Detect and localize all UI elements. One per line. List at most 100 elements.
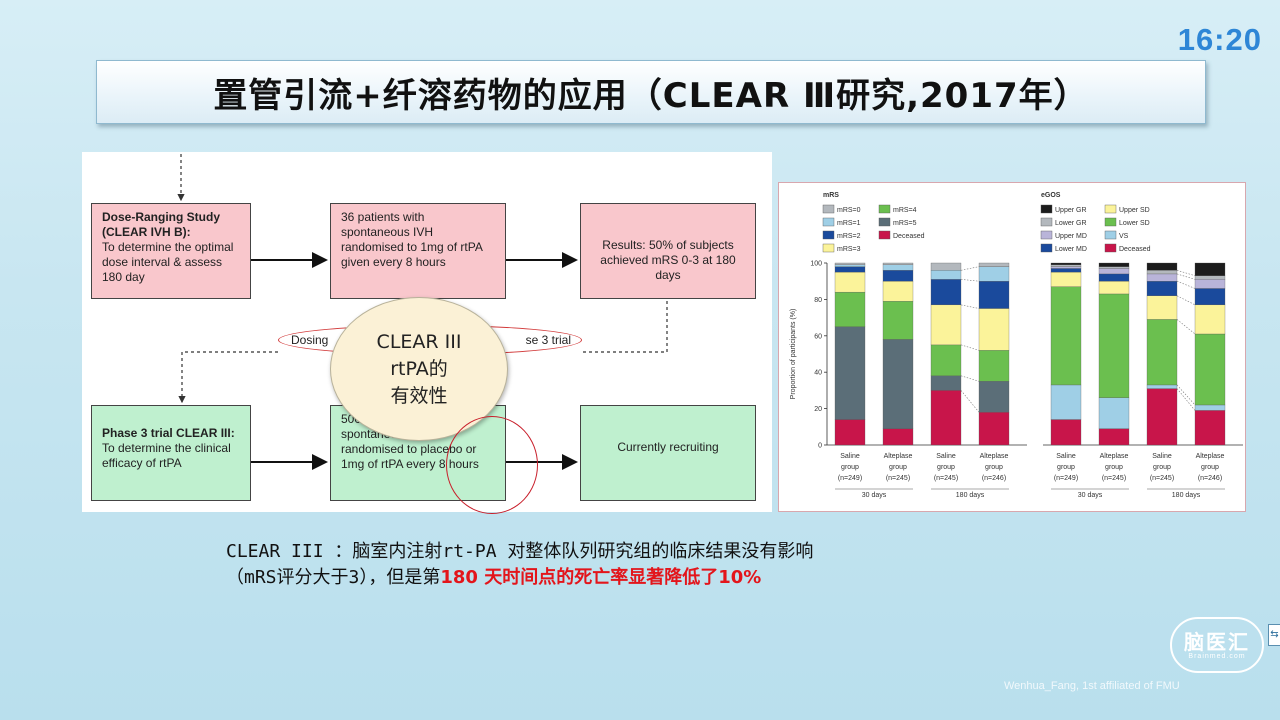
group-label: 30 days [862, 492, 887, 499]
legend-label: Upper GR [1055, 207, 1087, 214]
bar-segment-deceased [1146, 388, 1178, 446]
slide-title-bar: 置管引流+纤溶药物的应用（CLEAR Ⅲ研究,2017年） [96, 60, 1206, 124]
legend-label: VS [1119, 233, 1129, 240]
bar-segment-mrs-0 [882, 262, 914, 265]
bar-segment-upper-md [1098, 268, 1130, 275]
x-tick-label: Saline [840, 453, 860, 460]
bar-connector [1176, 384, 1196, 406]
bar-segment-mrs-3 [978, 308, 1010, 351]
x-tick-label: Alteplase [884, 453, 913, 460]
ellipse-right-text: se 3 trial [525, 333, 571, 347]
bar-segment-upper-md [1194, 279, 1226, 289]
logo-subtext: Brainmed.com [1188, 652, 1246, 660]
bar-segment-vs [1050, 384, 1082, 420]
callout-line1: CLEAR III [376, 330, 462, 353]
bar-segment-upper-sd [1146, 295, 1178, 320]
bar-segment-mrs-4 [882, 301, 914, 340]
bar-segment-mrs-3 [882, 281, 914, 302]
x-tick-label: (n=245) [886, 475, 910, 482]
legend-swatch [878, 230, 891, 240]
bar-segment-mrs-2 [834, 266, 866, 273]
bar-connector [960, 279, 980, 282]
group-label: 180 days [1172, 492, 1201, 499]
ellipse-left-text: Dosing [291, 333, 329, 347]
bar-connector [960, 344, 980, 351]
side-panel-tab-icon[interactable]: ⇆ [1268, 624, 1280, 646]
bar-segment-mrs-2 [978, 281, 1010, 309]
flowchart-connectors [177, 154, 668, 470]
legend-label: Lower GR [1055, 220, 1087, 227]
x-tick-label: (n=246) [1198, 475, 1222, 482]
bar-connector [960, 266, 980, 271]
bar-segment-lower-md [1098, 273, 1130, 282]
brainmed-logo: 脑医汇 Brainmed.com [1170, 617, 1264, 673]
bar-segment-deceased [1098, 428, 1130, 446]
bar-segment-mrs-1 [834, 264, 866, 267]
bar-segment-mrs-5 [834, 326, 866, 420]
box-dose-ranging-study: Dose-Ranging Study (CLEAR IVH B): To det… [91, 203, 251, 299]
x-tick-label: (n=245) [1150, 475, 1174, 482]
legend-swatch [1104, 217, 1117, 227]
group-label: 180 days [956, 492, 985, 499]
legend-swatch [1040, 204, 1053, 214]
callout-line3: 有效性 [390, 384, 448, 407]
x-tick-label: Saline [1152, 453, 1172, 460]
bar-segment-mrs-4 [834, 291, 866, 327]
legend-swatch [878, 217, 891, 227]
bar-segment-deceased [978, 412, 1010, 446]
bar-segment-mrs-5 [978, 381, 1010, 413]
x-tick-label: (n=245) [934, 475, 958, 482]
x-tick-label: Alteplase [1196, 453, 1225, 460]
legend-label: mRS=1 [837, 220, 861, 227]
legend-label: mRS=3 [837, 246, 861, 253]
bar-segment-lower-md [1194, 288, 1226, 306]
bar-segment-mrs-2 [882, 270, 914, 282]
legend-swatch [1104, 230, 1117, 240]
caption-line2-prefix: （mRS评分大于3），但是第 [226, 567, 441, 588]
bar-segment-lower-gr [1194, 275, 1226, 280]
legend-label: Lower MD [1055, 246, 1087, 253]
chart-title: mRS [823, 192, 839, 199]
box-title: Dose-Ranging Study (CLEAR IVH B): [102, 210, 221, 239]
legend-label: mRS=4 [893, 207, 917, 214]
caption-line1: CLEAR III ：脑室内注射rt-PA 对整体队列研究组的临床结果没有影响 [226, 541, 814, 562]
x-tick-label: (n=249) [1054, 475, 1078, 482]
legend-swatch [822, 217, 835, 227]
chart-title: eGOS [1041, 192, 1061, 199]
box-body: To determine the optimal dose interval &… [102, 240, 234, 284]
dashed-return-left [178, 351, 278, 404]
bar-connector [1176, 388, 1196, 411]
x-tick-label: Alteplase [1100, 453, 1129, 460]
bar-segment-deceased [834, 419, 866, 446]
legend-swatch [878, 204, 891, 214]
bar-connector [1176, 280, 1196, 289]
bar-segment-deceased [1194, 410, 1226, 446]
box-results: Results: 50% of subjects achieved mRS 0-… [580, 203, 756, 299]
legend-swatch [822, 243, 835, 253]
x-tick-label: (n=245) [1102, 475, 1126, 482]
bar-segment-lower-sd [1050, 286, 1082, 386]
bar-segment-deceased [930, 390, 962, 446]
bar-segment-deceased [882, 428, 914, 446]
bar-connector [1176, 273, 1196, 280]
group-label: 30 days [1078, 492, 1103, 499]
bar-connector [1176, 295, 1196, 306]
box-phase3-trial: Phase 3 trial CLEAR III: To determine th… [91, 405, 251, 501]
box-36-patients: 36 patients with spontaneous IVH randomi… [330, 203, 506, 299]
x-tick-label: (n=249) [838, 475, 862, 482]
bar-segment-mrs-1 [882, 264, 914, 271]
bar-segment-upper-gr [1146, 262, 1178, 271]
x-tick-label: Alteplase [980, 453, 1009, 460]
y-tick-label: 100 [810, 261, 822, 268]
x-tick-label: group [1105, 464, 1123, 471]
legend-swatch [1040, 230, 1053, 240]
flowchart-panel: Dose-Ranging Study (CLEAR IVH B): To det… [82, 152, 772, 514]
bar-segment-mrs-0 [930, 262, 962, 271]
legend-swatch [822, 204, 835, 214]
y-tick-label: 0 [818, 443, 822, 450]
bar-segment-lower-gr [1050, 264, 1082, 267]
x-tick-label: group [1153, 464, 1171, 471]
callout-line2: rtPA的 [390, 357, 448, 380]
